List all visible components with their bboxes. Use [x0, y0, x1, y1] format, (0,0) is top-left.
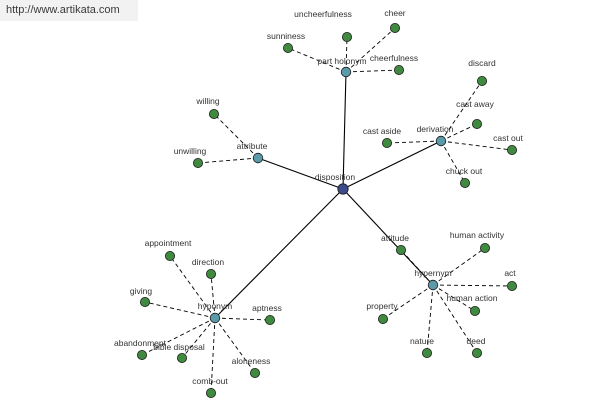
edge-hyponym-bible-disposal	[181, 317, 216, 359]
word-label-cheer[interactable]: cheer	[384, 8, 405, 18]
edge-root-attribute	[257, 157, 344, 190]
word-label-unwilling[interactable]: unwilling	[174, 146, 207, 156]
word-label-deed[interactable]: deed	[467, 336, 486, 346]
word-node-cheer[interactable]	[389, 22, 400, 33]
relation-label-part-holonym[interactable]: part holonym	[317, 56, 366, 66]
word-label-aloneness[interactable]: aloneness	[232, 356, 271, 366]
edge-root-hyponym	[214, 188, 344, 319]
edge-hyponym-direction	[210, 273, 216, 319]
word-node-act[interactable]	[506, 280, 517, 291]
edge-hyponym-appointment	[169, 255, 216, 319]
word-label-abandonment[interactable]: abandonment	[114, 338, 167, 348]
word-node-cast-away[interactable]	[471, 119, 482, 130]
edge-derivation-cast-out	[440, 140, 513, 151]
word-label-bible-disposal[interactable]: bible disposal	[153, 342, 205, 352]
edge-derivation-discard	[440, 80, 483, 142]
relation-node-derivation[interactable]	[435, 135, 447, 147]
edge-part-holonym-cheer	[345, 27, 396, 73]
word-node-comb-out[interactable]	[205, 387, 216, 398]
word-label-act[interactable]: act	[504, 268, 516, 278]
word-node-uncheerfulness[interactable]	[341, 32, 352, 43]
word-label-comb-out[interactable]: comb-out	[192, 376, 228, 386]
edge-hypernym-attitude	[400, 249, 434, 286]
word-node-cast-aside[interactable]	[381, 137, 392, 148]
relation-label-attribute[interactable]: attribute	[237, 141, 268, 151]
relation-node-attribute[interactable]	[252, 152, 264, 164]
word-label-direction[interactable]: direction	[192, 257, 224, 267]
word-node-human-action[interactable]	[469, 305, 480, 316]
root-label[interactable]: disposition	[315, 172, 355, 182]
word-label-uncheerfulness[interactable]: uncheerfulness	[294, 9, 352, 19]
edge-hyponym-giving	[144, 301, 216, 319]
edge-hyponym-comb-out	[210, 317, 216, 394]
edge-hypernym-human-activity	[432, 247, 486, 286]
edge-attribute-unwilling	[197, 157, 259, 164]
word-label-aptness[interactable]: aptness	[252, 303, 282, 313]
edge-hypernym-human-action	[432, 284, 476, 312]
word-label-willing[interactable]: willing	[195, 96, 219, 106]
word-node-human-activity[interactable]	[479, 242, 490, 253]
edge-attribute-willing	[213, 113, 259, 159]
word-node-direction[interactable]	[205, 268, 216, 279]
word-label-chuck-out[interactable]: chuck out	[446, 166, 483, 176]
edge-derivation-chuck-out	[440, 140, 466, 184]
word-label-human-activity[interactable]: human activity	[450, 230, 505, 240]
word-node-abandonment[interactable]	[136, 349, 147, 360]
relation-label-hyponym[interactable]: hyponym	[198, 301, 233, 311]
relation-node-hypernym[interactable]	[427, 279, 439, 291]
edge-hyponym-aloneness	[214, 317, 256, 374]
edge-layer	[141, 27, 513, 394]
label-layer: disposition part holonym uncheerfulness che…	[114, 8, 524, 386]
node-layer	[136, 22, 517, 398]
edge-derivation-cast-aside	[386, 140, 442, 144]
word-label-sunniness[interactable]: sunniness	[267, 31, 305, 41]
word-label-cast-out[interactable]: cast out	[493, 133, 523, 143]
edge-root-part-holonym	[342, 71, 347, 190]
relation-label-hypernym[interactable]: hypernym	[414, 268, 451, 278]
relation-node-part-holonym[interactable]	[340, 66, 352, 78]
edge-part-holonym-cheerfulness	[345, 69, 400, 73]
word-node-bible-disposal[interactable]	[176, 352, 187, 363]
word-label-property[interactable]: property	[366, 301, 398, 311]
watermark-url[interactable]: http://www.artikata.com	[0, 0, 138, 21]
edge-hypernym-nature	[426, 284, 434, 354]
word-label-human-action[interactable]: human action	[446, 293, 497, 303]
edge-hyponym-aptness	[214, 317, 271, 321]
word-node-cheerfulness[interactable]	[393, 65, 404, 76]
relation-node-hyponym[interactable]	[209, 312, 221, 324]
word-label-giving[interactable]: giving	[130, 286, 152, 296]
edge-hypernym-act	[432, 284, 513, 287]
word-label-nature[interactable]: nature	[410, 336, 434, 346]
word-node-willing[interactable]	[208, 109, 219, 120]
word-node-aloneness[interactable]	[249, 367, 260, 378]
word-label-attitude[interactable]: attitude	[381, 233, 409, 243]
edge-hypernym-property	[382, 284, 434, 320]
word-node-attitude[interactable]	[395, 244, 406, 255]
word-node-appointment[interactable]	[164, 250, 175, 261]
edge-part-holonym-sunniness	[287, 47, 347, 73]
relation-label-derivation[interactable]: derivation	[417, 124, 454, 134]
word-label-cast-aside[interactable]: cast aside	[363, 126, 402, 136]
word-node-unwilling[interactable]	[192, 157, 203, 168]
word-node-discard[interactable]	[476, 76, 487, 87]
word-node-deed[interactable]	[471, 347, 482, 358]
word-label-appointment[interactable]: appointment	[145, 238, 192, 248]
word-node-sunniness[interactable]	[282, 43, 293, 54]
edge-part-holonym-uncheerfulness	[345, 36, 348, 73]
word-node-cast-out[interactable]	[506, 144, 517, 155]
word-node-aptness[interactable]	[264, 314, 275, 325]
word-label-cheerfulness[interactable]: cheerfulness	[370, 53, 418, 63]
edge-root-derivation	[342, 140, 442, 190]
root-node-disposition[interactable]	[337, 183, 349, 195]
word-label-discard[interactable]: discard	[468, 58, 496, 68]
word-node-giving[interactable]	[139, 296, 150, 307]
word-node-property[interactable]	[377, 313, 388, 324]
word-node-chuck-out[interactable]	[459, 177, 470, 188]
word-label-cast-away[interactable]: cast away	[456, 99, 495, 109]
word-node-nature[interactable]	[421, 347, 432, 358]
